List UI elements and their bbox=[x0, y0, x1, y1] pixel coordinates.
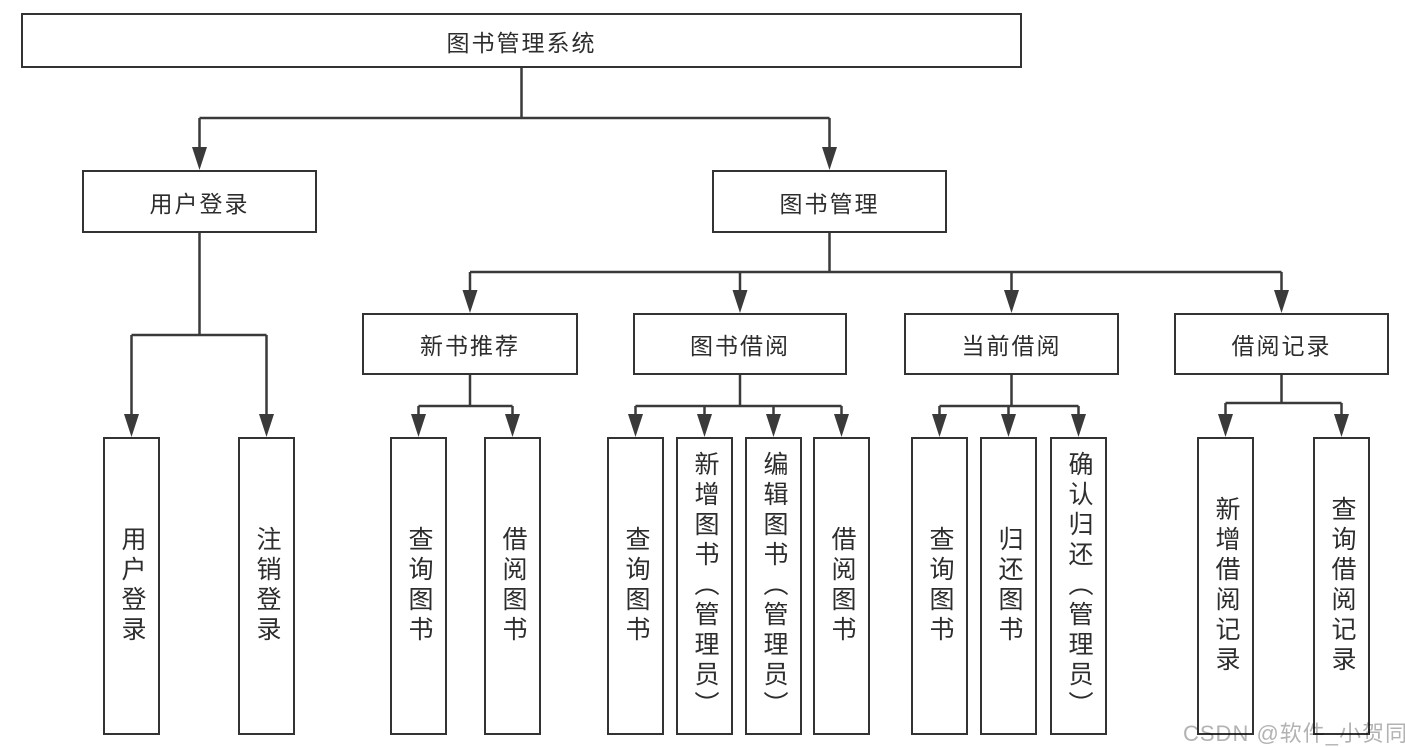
leaf-edit-book-admin-label: 编辑图书（管理员） bbox=[760, 451, 788, 721]
csdn-watermark: CSDN @软件_小贺同学 bbox=[1183, 721, 1405, 746]
node-new-book-recommend-label: 新书推荐 bbox=[420, 333, 520, 359]
leaf-logout: 注销登录 bbox=[238, 437, 295, 735]
leaf-user-login-label: 用户登录 bbox=[118, 526, 146, 646]
leaf-query-borrow-record: 查询借阅记录 bbox=[1313, 437, 1370, 735]
node-book-management: 图书管理 bbox=[712, 170, 947, 233]
node-current-borrowing-label: 当前借阅 bbox=[961, 333, 1062, 359]
leaf-borrow-books-recommend-label: 借阅图书 bbox=[499, 526, 527, 646]
arrowheads bbox=[124, 147, 1349, 437]
leaf-confirm-return-admin-label: 确认归还（管理员） bbox=[1065, 451, 1093, 721]
node-borrowing-records: 借阅记录 bbox=[1174, 313, 1389, 375]
leaf-borrow-books-recommend: 借阅图书 bbox=[484, 437, 541, 735]
leaf-borrow-books-borrowing: 借阅图书 bbox=[813, 437, 870, 735]
node-library-system: 图书管理系统 bbox=[21, 13, 1022, 68]
leaf-query-borrow-record-label: 查询借阅记录 bbox=[1328, 496, 1356, 676]
leaf-query-books-current: 查询图书 bbox=[911, 437, 968, 735]
leaf-query-books-recommend-label: 查询图书 bbox=[405, 526, 433, 646]
node-user-login-label: 用户登录 bbox=[149, 190, 250, 217]
leaf-user-login: 用户登录 bbox=[103, 437, 160, 735]
leaf-query-books-recommend: 查询图书 bbox=[390, 437, 447, 735]
node-book-management-label: 图书管理 bbox=[779, 190, 880, 217]
leaf-borrow-books-borrowing-label: 借阅图书 bbox=[828, 526, 856, 646]
node-library-system-label: 图书管理系统 bbox=[446, 29, 597, 56]
node-borrowing-records-label: 借阅记录 bbox=[1231, 333, 1332, 359]
leaf-add-borrow-record: 新增借阅记录 bbox=[1197, 437, 1254, 735]
leaf-query-books-current-label: 查询图书 bbox=[926, 526, 954, 646]
leaf-return-book-label: 归还图书 bbox=[995, 526, 1023, 646]
leaf-confirm-return-admin: 确认归还（管理员） bbox=[1050, 437, 1107, 735]
leaf-add-borrow-record-label: 新增借阅记录 bbox=[1212, 496, 1240, 676]
node-book-borrowing-label: 图书借阅 bbox=[690, 333, 790, 359]
leaf-add-book-admin: 新增图书（管理员） bbox=[676, 437, 733, 735]
leaf-return-book: 归还图书 bbox=[980, 437, 1037, 735]
leaf-query-books-borrowing-label: 查询图书 bbox=[622, 526, 650, 646]
leaf-query-books-borrowing: 查询图书 bbox=[607, 437, 664, 735]
node-new-book-recommend: 新书推荐 bbox=[362, 313, 578, 375]
node-book-borrowing: 图书借阅 bbox=[633, 313, 847, 375]
leaf-add-book-admin-label: 新增图书（管理员） bbox=[691, 451, 719, 721]
node-current-borrowing: 当前借阅 bbox=[904, 313, 1119, 375]
leaf-edit-book-admin: 编辑图书（管理员） bbox=[745, 437, 802, 735]
node-user-login: 用户登录 bbox=[82, 170, 317, 233]
leaf-logout-label: 注销登录 bbox=[253, 526, 281, 646]
